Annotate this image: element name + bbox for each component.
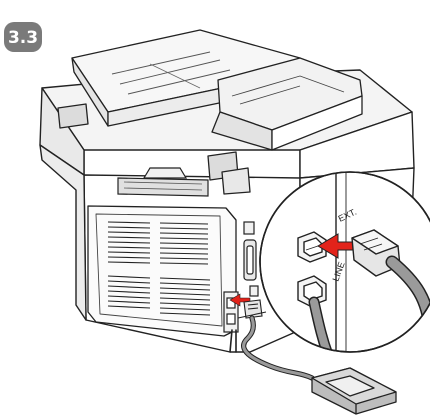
document-feeder (57, 29, 363, 195)
step-number: 3.3 (8, 28, 38, 48)
phone-cord-icon (229, 315, 315, 381)
vent-grills (107, 221, 211, 316)
step-badge: 3.3 (4, 22, 42, 52)
port-closeup-inset: EXT. LINE (259, 171, 430, 353)
plug-small (243, 299, 263, 319)
inset-leader-line (237, 311, 267, 319)
rear-cover (87, 205, 237, 337)
telephone (311, 367, 397, 415)
rear-panel (117, 167, 209, 197)
interface-connector (243, 221, 259, 297)
